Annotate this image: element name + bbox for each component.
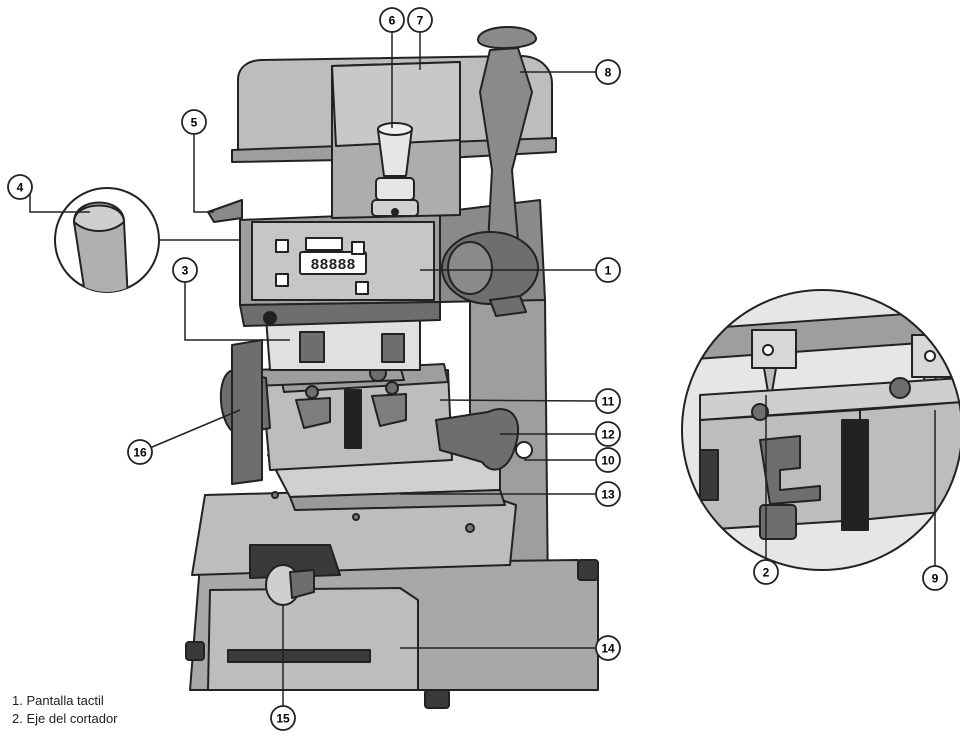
legend-item: 1. Pantalla tactil [12, 693, 104, 708]
callout-12: 12 [595, 421, 621, 447]
clamp-divider [344, 389, 362, 449]
svg-text:5: 5 [191, 116, 198, 130]
panel-button-3 [275, 273, 289, 287]
svg-text:1: 1 [605, 264, 612, 278]
callout-6: 6 [379, 7, 405, 33]
callout-9: 9 [922, 565, 948, 591]
svg-text:14: 14 [601, 642, 615, 656]
left-arm [231, 339, 263, 485]
display-digits: 88888 [310, 257, 355, 274]
callout-14: 14 [595, 635, 621, 661]
base-drawer-slot [227, 649, 371, 663]
callout-4: 4 [7, 174, 33, 200]
leader-lines [29, 25, 936, 710]
base-front-panel [207, 587, 419, 691]
svg-text:11: 11 [602, 395, 615, 409]
callout-15: 15 [270, 705, 296, 731]
display-screen [299, 251, 367, 275]
callout-1: 1 [595, 257, 621, 283]
zoom-detail [681, 289, 960, 571]
key-machine [185, 26, 599, 709]
foot-right [577, 559, 599, 581]
knob-detail [54, 187, 240, 293]
foot-mid [424, 689, 450, 709]
callout-3: 3 [172, 257, 198, 283]
svg-text:9: 9 [932, 572, 939, 586]
clamp-button [515, 441, 533, 459]
foot-left [185, 641, 205, 661]
panel-button-1 [275, 239, 289, 253]
callout-16: 16 [127, 439, 153, 465]
clamp-knob-right [435, 408, 520, 471]
svg-text:3: 3 [182, 264, 189, 278]
svg-text:7: 7 [417, 14, 424, 28]
svg-text:13: 13 [601, 488, 615, 502]
lever-knob [477, 26, 537, 49]
callout-13: 13 [595, 481, 621, 507]
callout-10: 10 [595, 447, 621, 473]
callout-8: 8 [595, 59, 621, 85]
display-screen-top [305, 237, 343, 251]
side-bracket [207, 199, 243, 223]
callout-5: 5 [181, 109, 207, 135]
svg-text:15: 15 [276, 712, 290, 726]
legend-item: 2. Eje del cortador [12, 711, 118, 726]
svg-text:16: 16 [133, 446, 147, 460]
svg-text:2: 2 [763, 566, 770, 580]
callout-2: 2 [753, 559, 779, 585]
callout-7: 7 [407, 7, 433, 33]
svg-text:4: 4 [17, 181, 24, 195]
svg-text:6: 6 [389, 14, 396, 28]
callout-11: 11 [595, 388, 621, 414]
svg-text:12: 12 [601, 428, 615, 442]
parts-legend: 1. Pantalla tactil 2. Eje del cortador [12, 692, 118, 728]
callouts: 1 2 3 4 5 6 7 8 9 10 11 12 13 14 15 16 [7, 7, 948, 731]
svg-text:10: 10 [601, 454, 615, 468]
panel-button-4 [355, 281, 369, 295]
panel-button-2 [351, 241, 365, 255]
svg-text:8: 8 [605, 66, 612, 80]
